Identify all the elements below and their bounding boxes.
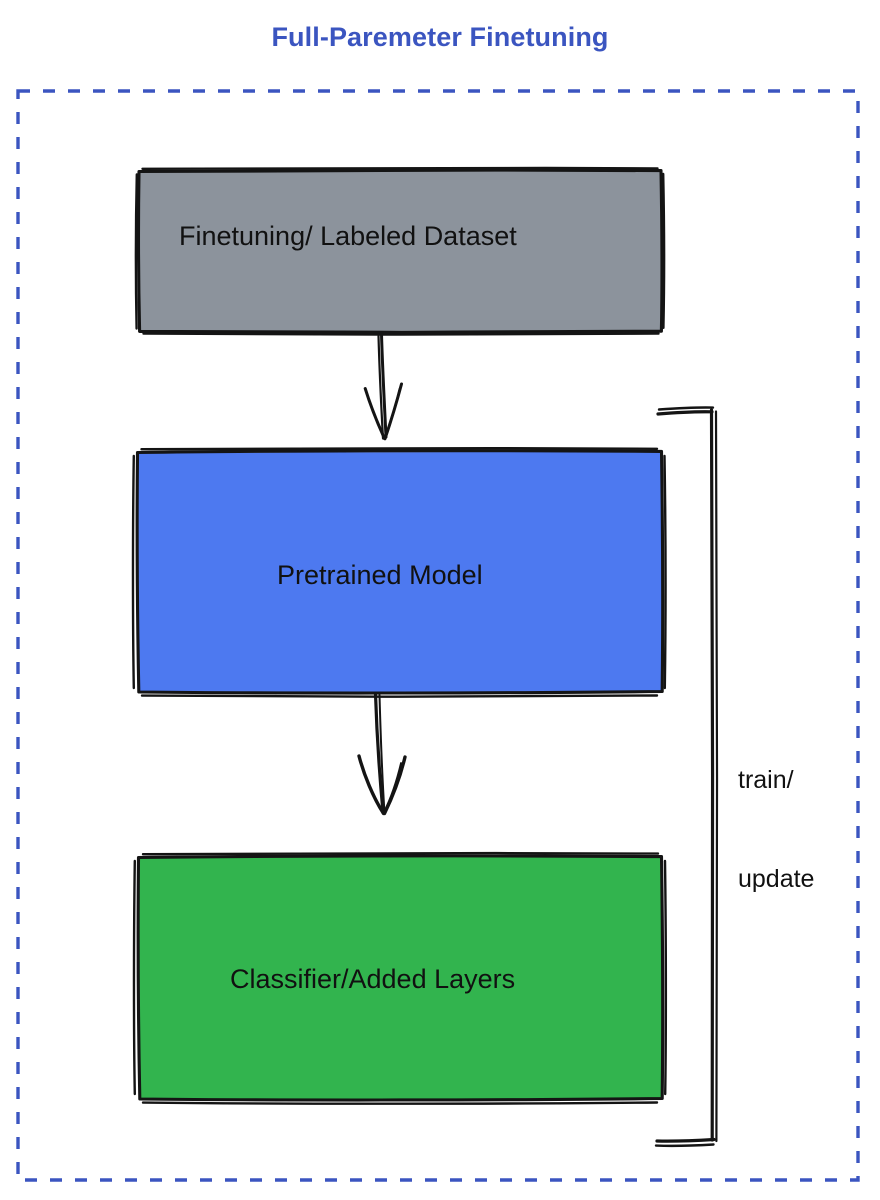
feedback-bottom-segment-b <box>654 1143 715 1148</box>
feedback-loop-label-line1: train/ <box>738 766 794 794</box>
arrow1-head-right-2 <box>384 388 401 438</box>
node-classifier[interactable] <box>132 851 668 1105</box>
arrow2-shaft-a <box>373 692 385 814</box>
feedback-top-segment-b <box>657 406 715 411</box>
node-pretrained-fill <box>138 451 663 693</box>
arrow2-head-left <box>357 754 386 816</box>
arrow1-head-left <box>363 387 386 440</box>
feedback-top-segment-a <box>656 410 714 416</box>
node-dataset-stroke-b <box>134 166 666 336</box>
edge-dataset-to-pretrained <box>363 332 403 441</box>
arrow2-head-right-2 <box>383 762 402 813</box>
edge-pretrained-to-classifier <box>357 692 407 816</box>
edge-feedback-loop <box>654 406 719 1148</box>
feedback-bottom-segment-a <box>655 1137 716 1143</box>
node-classifier-stroke-b <box>132 851 668 1105</box>
node-pretrained-stroke-a <box>135 449 665 695</box>
feedback-vertical-segment-b <box>714 410 719 1143</box>
node-pretrained-stroke-b <box>131 446 667 698</box>
arrow1-shaft-b <box>377 334 385 440</box>
node-dataset-stroke-a <box>136 168 664 334</box>
feedback-vertical-segment-a <box>709 408 715 1142</box>
arrow1-shaft-a <box>380 332 388 439</box>
node-classifier-stroke-a <box>136 854 665 1102</box>
node-dataset[interactable] <box>134 166 666 336</box>
arrow2-shaft-b <box>378 694 386 814</box>
page-title: Full-Paremeter Finetuning <box>271 22 609 52</box>
feedback-loop-label: train/ update <box>738 698 814 962</box>
dashed-outer-frame <box>16 89 860 1182</box>
node-dataset-fill <box>139 170 662 332</box>
feedback-loop-label-line2: update <box>738 865 815 893</box>
node-classifier-fill <box>139 856 663 1100</box>
arrow2-head-right <box>382 755 407 816</box>
node-pretrained[interactable] <box>131 446 667 698</box>
